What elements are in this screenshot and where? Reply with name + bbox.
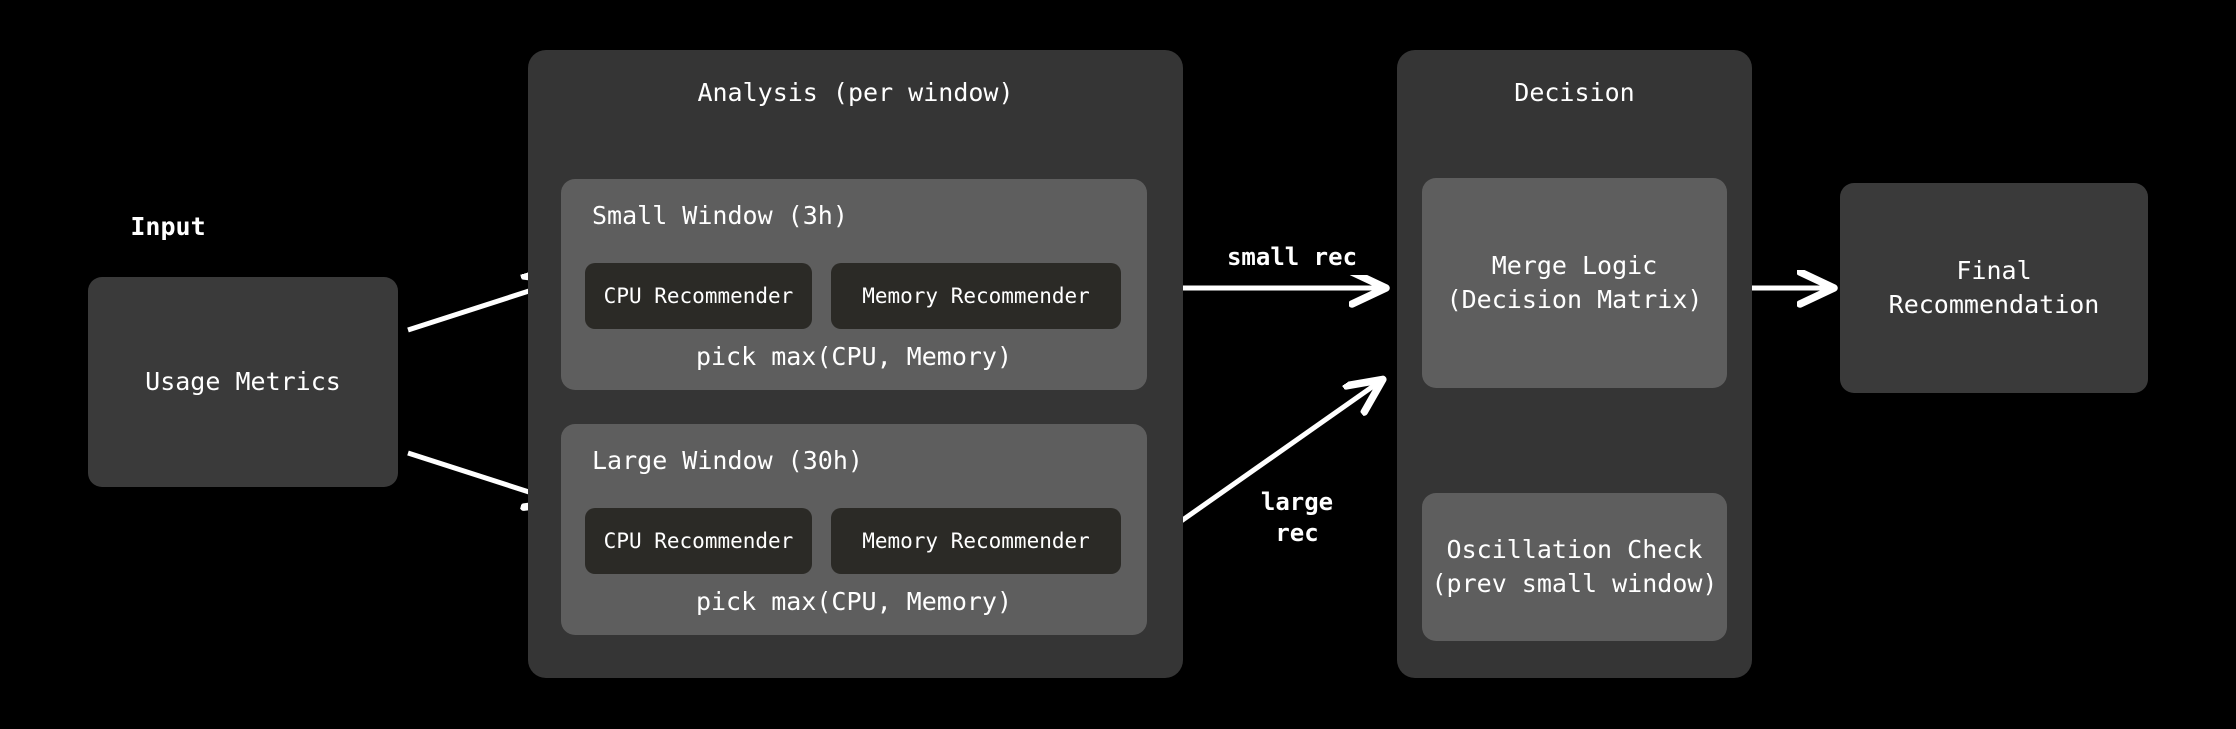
window-large-title: Large Window (30h) xyxy=(592,446,863,475)
window-small[interactable]: Small Window (3h) CPU Recommender Memory… xyxy=(561,179,1147,390)
node-usage-metrics[interactable]: Usage Metrics xyxy=(88,277,398,487)
chip-small-cpu-recommender[interactable]: CPU Recommender xyxy=(585,263,812,329)
window-large[interactable]: Large Window (30h) CPU Recommender Memor… xyxy=(561,424,1147,635)
window-small-footer: pick max(CPU, Memory) xyxy=(695,342,1013,371)
edge-label-large-rec: large rec xyxy=(1245,485,1349,551)
node-final-recommendation[interactable]: Final Recommendation xyxy=(1840,183,2148,393)
chip-large-memory-recommender[interactable]: Memory Recommender xyxy=(831,508,1121,574)
window-large-footer: pick max(CPU, Memory) xyxy=(695,587,1013,616)
cluster-analysis-title: Analysis (per window) xyxy=(697,78,1014,107)
chip-small-memory-recommender[interactable]: Memory Recommender xyxy=(831,263,1121,329)
chip-large-cpu-recommender[interactable]: CPU Recommender xyxy=(585,508,812,574)
window-small-title: Small Window (3h) xyxy=(592,201,848,230)
cluster-decision-title: Decision xyxy=(1514,78,1635,107)
node-merge-logic[interactable]: Merge Logic (Decision Matrix) xyxy=(1422,178,1727,388)
edge-label-small-rec: small rec xyxy=(1212,240,1372,275)
input-section-label: Input xyxy=(130,212,206,241)
node-oscillation-check[interactable]: Oscillation Check (prev small window) xyxy=(1422,493,1727,641)
